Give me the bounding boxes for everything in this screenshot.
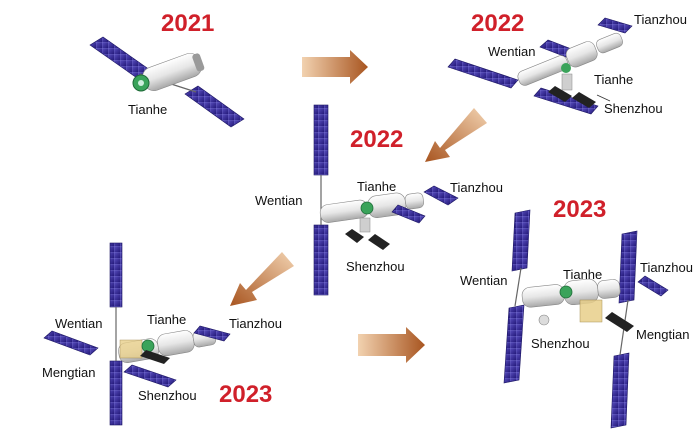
label-shenzhou-2023-b: Shenzhou — [531, 336, 590, 351]
label-tianhe-2023-a: Tianhe — [147, 312, 187, 327]
stage-2021-station — [89, 36, 245, 128]
year-label-2022-b: 2022 — [350, 126, 404, 153]
label-wentian-2022-a: Wentian — [488, 44, 536, 59]
year-label-2022-a: 2022 — [471, 10, 525, 37]
label-wentian-2023-b: Wentian — [460, 273, 508, 288]
arrow-stage2-to-stage3 — [425, 108, 487, 162]
label-wentian-2023-a: Wentian — [55, 316, 103, 331]
arrow-stage3-to-stage4 — [230, 252, 294, 306]
label-shenzhou-2022-b: Shenzhou — [346, 259, 405, 274]
year-label-2021: 2021 — [161, 10, 215, 37]
label-tianhe-2021: Tianhe — [128, 102, 168, 117]
label-shenzhou-2022-a: Shenzhou — [604, 101, 663, 116]
label-tianzhou-2023-a: Tianzhou — [229, 316, 282, 331]
year-label-2023-b: 2023 — [553, 196, 607, 223]
arrow-stage1-to-stage2 — [302, 50, 368, 84]
label-mengtian-2023-a: Mengtian — [42, 365, 96, 380]
arrow-stage4-to-stage5 — [358, 327, 425, 363]
label-mengtian-2023-b: Mengtian — [636, 327, 690, 342]
stage-2022-a-station — [447, 17, 633, 115]
label-tianhe-2022-a: Tianhe — [594, 72, 634, 87]
label-tianhe-2023-b: Tianhe — [563, 267, 603, 282]
year-label-2023-a: 2023 — [219, 381, 273, 408]
label-shenzhou-2023-a: Shenzhou — [138, 388, 197, 403]
label-tianzhou-2023-b: Tianzhou — [640, 260, 693, 275]
stage-2023-b-station — [503, 209, 669, 429]
label-tianzhou-2022-b: Tianzhou — [450, 180, 503, 195]
label-wentian-2022-b: Wentian — [255, 193, 303, 208]
stage-2022-b-station — [313, 104, 459, 296]
label-tianzhou-2022-a: Tianzhou — [634, 12, 687, 27]
stage-2023-a-station — [43, 242, 231, 426]
label-tianhe-2022-b: Tianhe — [357, 179, 397, 194]
